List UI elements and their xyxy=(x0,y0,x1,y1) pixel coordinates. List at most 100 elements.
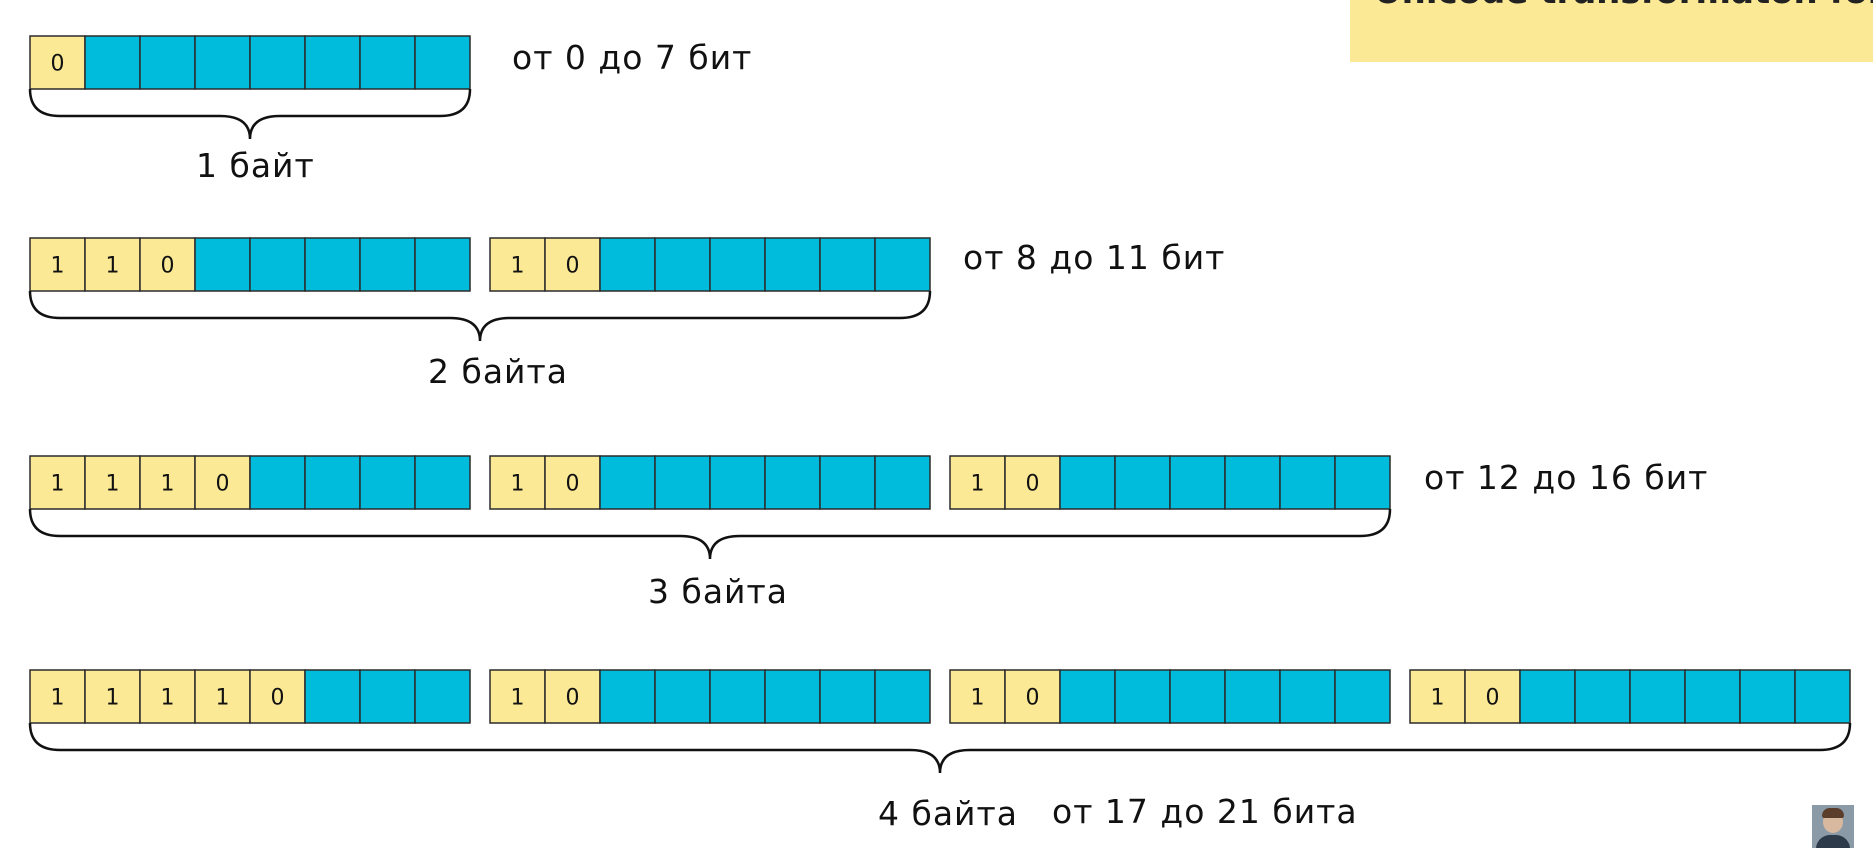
payload-bit-cell xyxy=(819,237,876,292)
payload-bit-cell xyxy=(304,237,361,292)
range-label-4: от 17 до 21 бита xyxy=(1052,792,1358,831)
prefix-bit-cell xyxy=(84,237,141,292)
payload-bit-cell xyxy=(764,455,821,510)
prefix-bit-value: 0 xyxy=(566,472,580,497)
payload-bit-cell xyxy=(1059,669,1116,724)
payload-bit-cell xyxy=(1059,455,1116,510)
prefix-bit-value: 0 xyxy=(1026,472,1040,497)
range-label-3: от 12 до 16 бит xyxy=(1424,458,1709,497)
payload-bit-cell xyxy=(414,35,471,90)
prefix-bit-value: 1 xyxy=(971,472,985,497)
prefix-bit-value: 0 xyxy=(1026,686,1040,711)
payload-bit-cell xyxy=(1739,669,1796,724)
payload-bit-cell xyxy=(1224,669,1281,724)
prefix-bit-cell xyxy=(84,669,141,724)
prefix-bit-value: 1 xyxy=(51,254,65,279)
payload-bit-cell xyxy=(1684,669,1741,724)
payload-bit-cell xyxy=(1169,669,1226,724)
bytes-label-4: 4 байта xyxy=(878,794,1018,833)
prefix-bit-value: 0 xyxy=(161,254,175,279)
payload-bit-cell xyxy=(359,455,416,510)
bytes-label-3: 3 байта xyxy=(648,572,788,611)
payload-bit-cell xyxy=(1114,455,1171,510)
payload-bit-cell xyxy=(874,455,931,510)
payload-bit-cell xyxy=(874,237,931,292)
payload-bit-cell xyxy=(414,455,471,510)
payload-bit-cell xyxy=(709,669,766,724)
range-label-2: от 8 до 11 бит xyxy=(963,238,1226,277)
payload-bit-cell xyxy=(359,237,416,292)
byte-group-brace xyxy=(28,88,472,140)
prefix-bit-cell xyxy=(489,455,546,510)
payload-bit-cell xyxy=(764,237,821,292)
payload-bit-cell xyxy=(709,237,766,292)
payload-bit-cell xyxy=(1279,455,1336,510)
prefix-bit-cell xyxy=(1464,669,1521,724)
payload-bit-cell xyxy=(1334,669,1391,724)
prefix-bit-value: 1 xyxy=(51,686,65,711)
prefix-bit-value: 1 xyxy=(511,254,525,279)
payload-bit-cell xyxy=(709,455,766,510)
byte-group-brace xyxy=(28,722,1852,774)
prefix-bit-value: 1 xyxy=(161,686,175,711)
payload-bit-cell xyxy=(359,669,416,724)
payload-bit-cell xyxy=(1519,669,1576,724)
prefix-bit-value: 1 xyxy=(106,686,120,711)
title-banner: Unicode transformaton format xyxy=(1350,0,1873,62)
prefix-bit-value: 1 xyxy=(511,472,525,497)
prefix-bit-cell xyxy=(489,237,546,292)
prefix-bit-value: 0 xyxy=(1486,686,1500,711)
payload-bit-cell xyxy=(654,455,711,510)
payload-bit-cell xyxy=(414,669,471,724)
prefix-bit-value: 1 xyxy=(511,686,525,711)
payload-bit-cell xyxy=(84,35,141,90)
payload-bit-cell xyxy=(1224,455,1281,510)
prefix-bit-cell xyxy=(29,455,86,510)
prefix-bit-cell xyxy=(544,455,601,510)
prefix-bit-cell xyxy=(139,237,196,292)
payload-bit-cell xyxy=(304,669,361,724)
payload-bit-cell xyxy=(599,237,656,292)
payload-bit-cell xyxy=(1169,455,1226,510)
payload-bit-cell xyxy=(599,455,656,510)
presenter-avatar xyxy=(1812,805,1854,848)
payload-bit-cell xyxy=(359,35,416,90)
title-text: Unicode transformaton format xyxy=(1374,0,1873,12)
payload-bit-cell xyxy=(1334,455,1391,510)
payload-bit-cell xyxy=(764,669,821,724)
prefix-bit-value: 0 xyxy=(566,686,580,711)
bytes-label-2: 2 байта xyxy=(428,352,568,391)
prefix-bit-cell xyxy=(84,455,141,510)
prefix-bit-value: 0 xyxy=(566,254,580,279)
payload-bit-cell xyxy=(139,35,196,90)
payload-bit-cell xyxy=(414,237,471,292)
prefix-bit-value: 0 xyxy=(271,686,285,711)
payload-bit-cell xyxy=(874,669,931,724)
prefix-bit-value: 1 xyxy=(971,686,985,711)
payload-bit-cell xyxy=(1794,669,1851,724)
payload-bit-cell xyxy=(1629,669,1686,724)
prefix-bit-value: 0 xyxy=(216,472,230,497)
payload-bit-cell xyxy=(654,237,711,292)
prefix-bit-value: 1 xyxy=(1431,686,1445,711)
payload-bit-cell xyxy=(1279,669,1336,724)
byte-group-brace xyxy=(28,508,1392,560)
prefix-bit-cell xyxy=(949,669,1006,724)
byte-group-brace xyxy=(28,290,932,342)
payload-bit-cell xyxy=(249,455,306,510)
prefix-bit-cell xyxy=(1004,455,1061,510)
payload-bit-cell xyxy=(599,669,656,724)
payload-bit-cell xyxy=(304,455,361,510)
bytes-label-1: 1 байт xyxy=(196,146,315,185)
payload-bit-cell xyxy=(819,669,876,724)
prefix-bit-value: 1 xyxy=(106,254,120,279)
prefix-bit-value: 0 xyxy=(51,52,65,77)
payload-bit-cell xyxy=(654,669,711,724)
prefix-bit-value: 1 xyxy=(161,472,175,497)
payload-bit-cell xyxy=(1574,669,1631,724)
range-label-1: от 0 до 7 бит xyxy=(512,38,753,77)
prefix-bit-value: 1 xyxy=(216,686,230,711)
payload-bit-cell xyxy=(249,237,306,292)
payload-bit-cell xyxy=(194,35,251,90)
